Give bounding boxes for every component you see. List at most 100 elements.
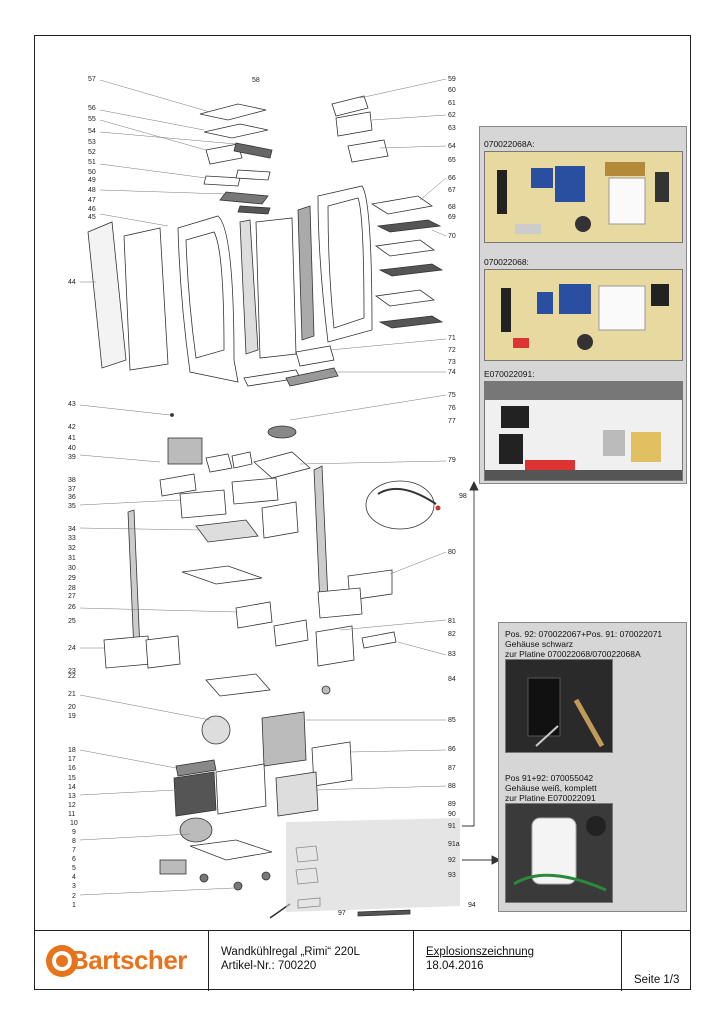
part-label: 1 — [72, 902, 76, 909]
part-label: 57 — [88, 76, 96, 83]
part-label: 19 — [68, 713, 76, 720]
arrow-head-up — [469, 480, 479, 491]
part-label: 68 — [448, 204, 456, 211]
pcb-illustration-1 — [497, 162, 669, 234]
part-trim-strip — [361, 631, 397, 649]
part-drip-tray — [181, 565, 263, 585]
part-label: 81 — [448, 618, 456, 625]
part-label: 44 — [68, 279, 76, 286]
pcb-caption-2: 070022068: — [484, 257, 529, 267]
drawing-frame — [34, 35, 691, 990]
arrow-head-right — [491, 855, 502, 865]
part-small-plate — [203, 175, 241, 187]
part-label: 6 — [72, 856, 76, 863]
part-panel-c — [179, 489, 227, 519]
page-number: Seite 1/3 — [634, 974, 680, 986]
part-top-bracket — [205, 143, 243, 165]
part-label: 37 — [68, 486, 76, 493]
part-label: 65 — [448, 157, 456, 164]
page-cell: Seite 1/3 — [621, 931, 691, 991]
article-number: Artikel-Nr.: 700220 — [221, 960, 317, 972]
part-grille-vent — [275, 771, 319, 817]
part-label: 18 — [68, 747, 76, 754]
part-label: 25 — [68, 618, 76, 625]
part-label: 34 — [68, 526, 76, 533]
part-label: 53 — [88, 139, 96, 146]
part-cover-right — [315, 625, 355, 667]
part-label: 7 — [72, 847, 76, 854]
part-label: 38 — [68, 477, 76, 484]
part-label: 33 — [68, 535, 76, 542]
part-glass-inner — [123, 227, 169, 371]
housing-photo-panel: Pos. 92: 070022067+Pos. 91: 070022071 Ge… — [498, 622, 687, 912]
part-label: 17 — [68, 756, 76, 763]
part-shelf-top — [370, 195, 434, 215]
part-label: 67 — [448, 187, 456, 194]
part-label: 91 — [448, 823, 456, 830]
part-fan-motor — [201, 715, 231, 745]
part-evaporator — [167, 437, 203, 465]
part-label: 55 — [88, 116, 96, 123]
part-front-grille-frame — [311, 741, 353, 787]
part-label: 23 — [68, 668, 76, 675]
part-door-window-left — [185, 231, 225, 359]
part-label: 16 — [68, 765, 76, 772]
part-glass-outer — [87, 221, 127, 369]
part-label: 43 — [68, 401, 76, 408]
part-label: 98 — [459, 493, 467, 500]
pcb-illustration-2 — [501, 284, 669, 350]
part-highlight-band — [286, 818, 460, 912]
part-label: 29 — [68, 575, 76, 582]
part-label: 12 — [68, 802, 76, 809]
part-label: 58 — [252, 77, 260, 84]
part-upright-left — [127, 509, 141, 653]
part-label: 73 — [448, 359, 456, 366]
part-label: 84 — [448, 676, 456, 683]
part-cover-plate-2 — [231, 451, 253, 469]
part-label: 92 — [448, 857, 456, 864]
part-label: 27 — [68, 593, 76, 600]
caption-line: Pos. 92: 070022067+Pos. 91: 070022071 — [505, 629, 663, 639]
part-cable-callout — [365, 480, 435, 530]
part-compressor — [179, 817, 213, 843]
part-foot-3 — [261, 871, 271, 881]
part-label: 39 — [68, 454, 76, 461]
part-tray — [195, 519, 259, 543]
part-label: 79 — [448, 457, 456, 464]
pcb-photo-2 — [484, 269, 683, 361]
part-kick-plate — [295, 345, 335, 367]
part-panel-left — [103, 635, 151, 669]
part-label: 48 — [88, 187, 96, 194]
part-screw — [170, 413, 174, 417]
part-fan — [267, 425, 297, 439]
pcb-photo-1 — [484, 151, 683, 243]
part-label: 63 — [448, 125, 456, 132]
part-label: 91a — [448, 841, 460, 848]
part-label: 97 — [338, 910, 346, 917]
document-title: Explosionszeichnung — [426, 946, 535, 958]
pcb-illustration-3 — [485, 382, 682, 480]
part-label: 76 — [448, 405, 456, 412]
caption-line: Pos 91+92: 070055042 — [505, 773, 594, 783]
part-rail — [237, 205, 271, 215]
part-side-profile — [239, 219, 259, 355]
part-label: 31 — [68, 555, 76, 562]
part-label: 59 — [448, 76, 456, 83]
part-label: 86 — [448, 746, 456, 753]
part-fan-bracket — [253, 451, 311, 479]
part-shelf-4 — [374, 289, 436, 307]
part-label: 75 — [448, 392, 456, 399]
document-date: 18.04.2016 — [426, 960, 484, 972]
part-label: 87 — [448, 765, 456, 772]
part-relay-box — [159, 859, 187, 875]
part-top-plate — [203, 123, 269, 139]
part-label: 45 — [88, 214, 96, 221]
part-panel-b — [231, 477, 279, 505]
part-shelf-3 — [378, 263, 444, 277]
part-panel-a — [159, 473, 197, 497]
part-label: 83 — [448, 651, 456, 658]
part-label: 47 — [88, 197, 96, 204]
part-foot-1 — [199, 873, 209, 883]
part-label: 66 — [448, 175, 456, 182]
part-label: 46 — [88, 206, 96, 213]
